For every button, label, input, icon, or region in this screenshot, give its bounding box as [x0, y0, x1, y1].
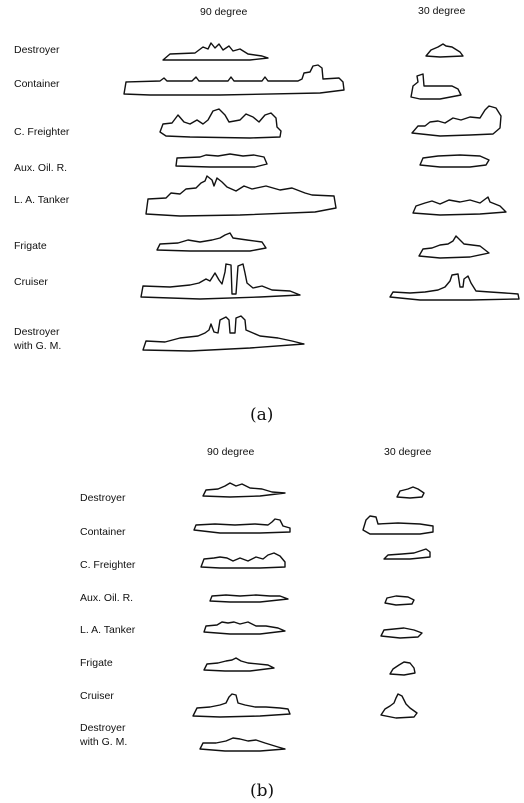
silhouette-oiler-90-a: [175, 153, 268, 168]
panel-b-label-destroyer-gm-line2: with G. M.: [79, 736, 127, 748]
panel-a-label-c-freighter: C. Freighter: [14, 126, 70, 138]
silhouette-frigate-30-b: [389, 661, 416, 676]
panel-a-label-aux-oil: Aux. Oil. R.: [14, 162, 67, 174]
silhouette-tanker-90-a: [145, 175, 337, 217]
panel-b: 90 degree 30 degree Destroyer Container …: [79, 446, 434, 752]
silhouette-cruiser-30-a: [389, 273, 520, 301]
silhouette-container-90-a: [123, 64, 345, 96]
silhouette-destroyer-gm-90-b: [199, 737, 286, 752]
silhouette-tanker-30-b: [380, 627, 423, 639]
silhouette-cruiser-90-a: [140, 263, 301, 300]
silhouette-oiler-30-a: [419, 154, 490, 168]
panel-a-label-frigate: Frigate: [14, 240, 47, 252]
silhouette-frigate-30-a: [418, 235, 490, 259]
panel-a-label-destroyer: Destroyer: [14, 44, 60, 56]
panel-b-label-container: Container: [80, 526, 126, 538]
panel-a-label-tanker: L. A. Tanker: [14, 194, 70, 206]
silhouette-destroyer-90-a: [162, 42, 269, 61]
panel-b-label-destroyer-gm: Destroyer: [80, 722, 126, 734]
panel-b-label-frigate: Frigate: [80, 657, 113, 669]
silhouette-container-90-b: [193, 518, 291, 534]
panel-a-label-destroyer-gm: Destroyer: [14, 326, 60, 338]
silhouette-destroyer-90-b: [202, 482, 286, 498]
silhouette-container-30-a: [410, 73, 462, 100]
panel-b-label-destroyer: Destroyer: [80, 492, 126, 504]
silhouette-cruiser-30-b: [380, 693, 418, 719]
silhouette-container-30-b: [362, 515, 434, 535]
silhouette-freighter-90-a: [159, 108, 282, 139]
panel-a-label-destroyer-gm-line2: with G. M.: [13, 340, 61, 352]
panel-b-header-90: 90 degree: [207, 446, 254, 458]
silhouette-destroyer-gm-90-a: [142, 315, 305, 352]
panel-a-header-30: 30 degree: [418, 5, 465, 17]
panel-a: 90 degree 30 degree Destroyer Container …: [13, 5, 520, 352]
panel-a-header-90: 90 degree: [200, 6, 247, 18]
silhouette-tanker-90-b: [203, 621, 286, 635]
panel-b-label-tanker: L. A. Tanker: [80, 624, 136, 636]
silhouette-frigate-90-b: [203, 657, 275, 672]
silhouette-cruiser-90-b: [192, 693, 291, 718]
silhouette-freighter-30-a: [411, 105, 502, 137]
panel-b-label-aux-oil: Aux. Oil. R.: [80, 592, 133, 604]
silhouette-oiler-30-b: [384, 595, 415, 606]
silhouette-frigate-90-a: [156, 232, 267, 252]
panel-a-label-container: Container: [14, 78, 60, 90]
silhouette-oiler-90-b: [209, 594, 289, 603]
silhouette-tanker-30-a: [412, 196, 507, 216]
silhouette-destroyer-30-b: [396, 486, 425, 499]
silhouette-destroyer-30-a: [425, 43, 464, 58]
panel-b-label-c-freighter: C. Freighter: [80, 559, 136, 571]
panel-b-label-cruiser: Cruiser: [80, 690, 114, 702]
panel-a-label-cruiser: Cruiser: [14, 276, 48, 288]
silhouette-freighter-30-b: [383, 548, 431, 560]
silhouette-freighter-90-b: [200, 552, 286, 569]
panel-b-header-30: 30 degree: [384, 446, 431, 458]
panel-a-caption: (a): [250, 405, 273, 425]
panel-b-caption: (b): [250, 781, 274, 801]
